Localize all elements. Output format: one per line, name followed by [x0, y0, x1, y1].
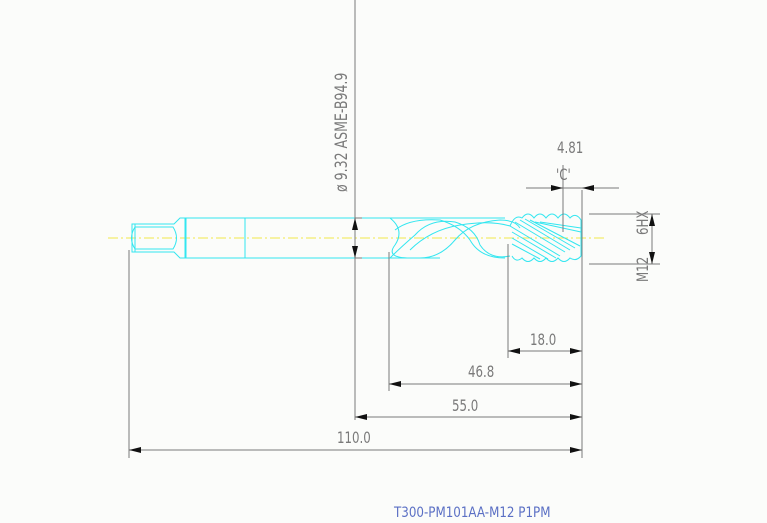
dimension-lines: [128, 0, 660, 458]
dim-overall-length: 110.0: [337, 428, 371, 447]
chamfer-dim-label: 4.81: [557, 138, 584, 157]
dim-body-length: 55.0: [452, 396, 479, 415]
thread-class-label: 6HX: [633, 210, 652, 235]
thread-size-label: M12: [633, 256, 652, 282]
chamfer-c-label: 'C': [556, 165, 571, 184]
part-number-title: T300-PM101AA-M12 P1PM: [394, 505, 551, 521]
dim-flute-length: 46.8: [468, 362, 495, 381]
dim-thread-length: 18.0: [530, 330, 557, 349]
shank-diameter-note: ø 9.32 ASME-B94.9: [332, 72, 352, 192]
